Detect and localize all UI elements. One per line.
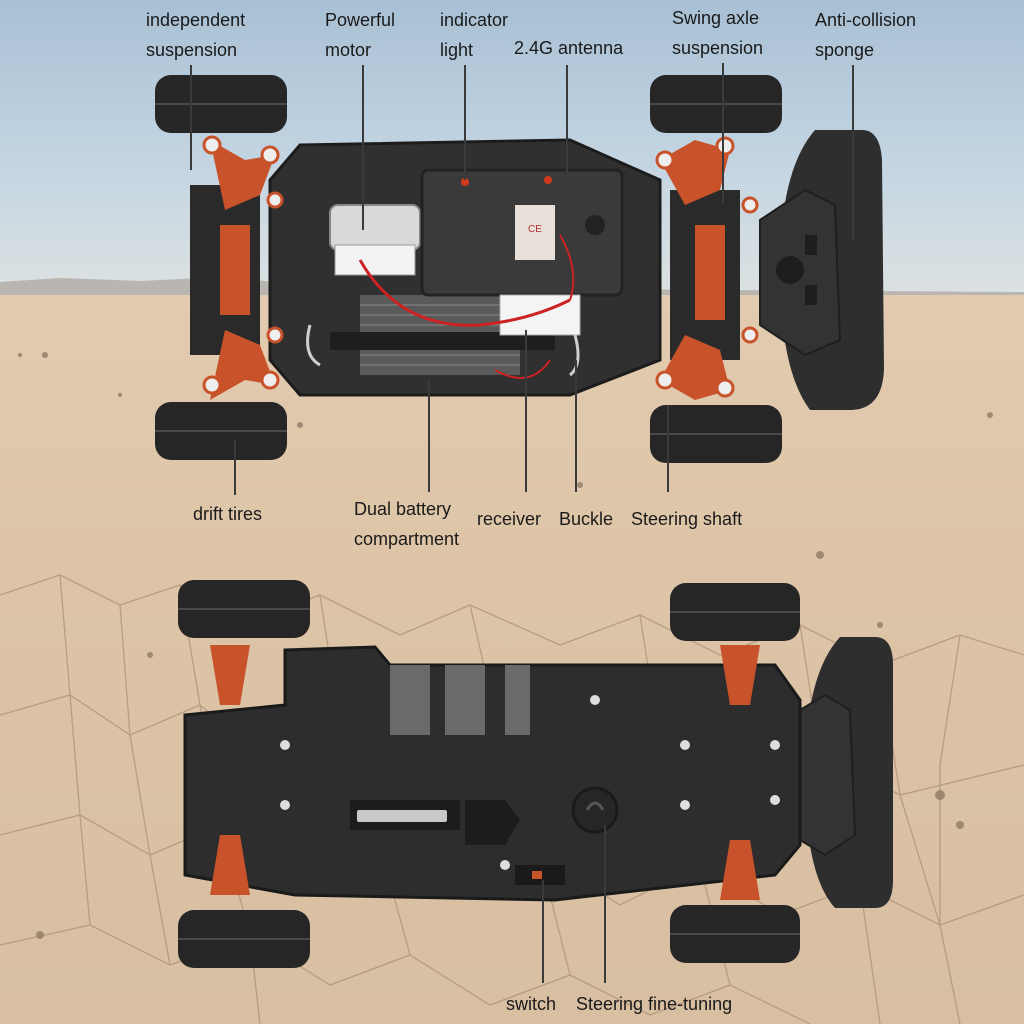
label-independent-suspension: independent suspension (146, 10, 246, 60)
label-drift-tires: drift tires (193, 504, 263, 524)
label-swing-axle-suspension: Swing axle suspension (672, 8, 764, 58)
label-receiver: receiver (477, 509, 542, 529)
leader-swing-axle-suspension (722, 63, 724, 203)
ce-marking: CE (528, 224, 542, 235)
motor-shape (329, 204, 421, 251)
leader-2-4g-antenna (566, 65, 568, 245)
leader-drift-tires (234, 440, 236, 495)
label-switch: switch (506, 994, 557, 1014)
leader-dual-battery-compartment (428, 380, 430, 492)
leader-switch (542, 880, 544, 983)
label-buckle: Buckle (559, 509, 614, 529)
leader-steering-shaft (667, 405, 669, 492)
label-2-4g-antenna: 2.4G antenna (514, 38, 624, 58)
label-anti-collision-sponge: Anti-collision sponge (815, 10, 917, 60)
label-steering-fine-tuning: Steering fine-tuning (576, 994, 733, 1014)
rear-suspension (190, 135, 284, 400)
leader-independent-suspension (190, 65, 192, 170)
leader-buckle (575, 360, 577, 492)
label-dual-battery-compartment: Dual battery compartment (354, 499, 460, 549)
leader-receiver (525, 330, 527, 492)
car-top-view: CE (155, 75, 884, 463)
front-suspension (655, 136, 759, 400)
steering-fine-tuning-dial (571, 786, 619, 834)
label-powerful-motor: Powerful motor (325, 10, 396, 60)
tires-bottom (178, 580, 800, 968)
label-indicator-light: indicator light (440, 10, 509, 60)
leader-anti-collision-sponge (852, 65, 854, 240)
car-bottom-view (178, 580, 893, 968)
indicator-led (461, 178, 469, 186)
underside-plate (183, 645, 802, 902)
leader-indicator-light (464, 65, 466, 180)
label-steering-shaft: Steering shaft (631, 509, 743, 529)
leader-steering-fine-tuning (604, 825, 606, 983)
tires-top (155, 75, 782, 463)
leader-powerful-motor (362, 65, 364, 230)
